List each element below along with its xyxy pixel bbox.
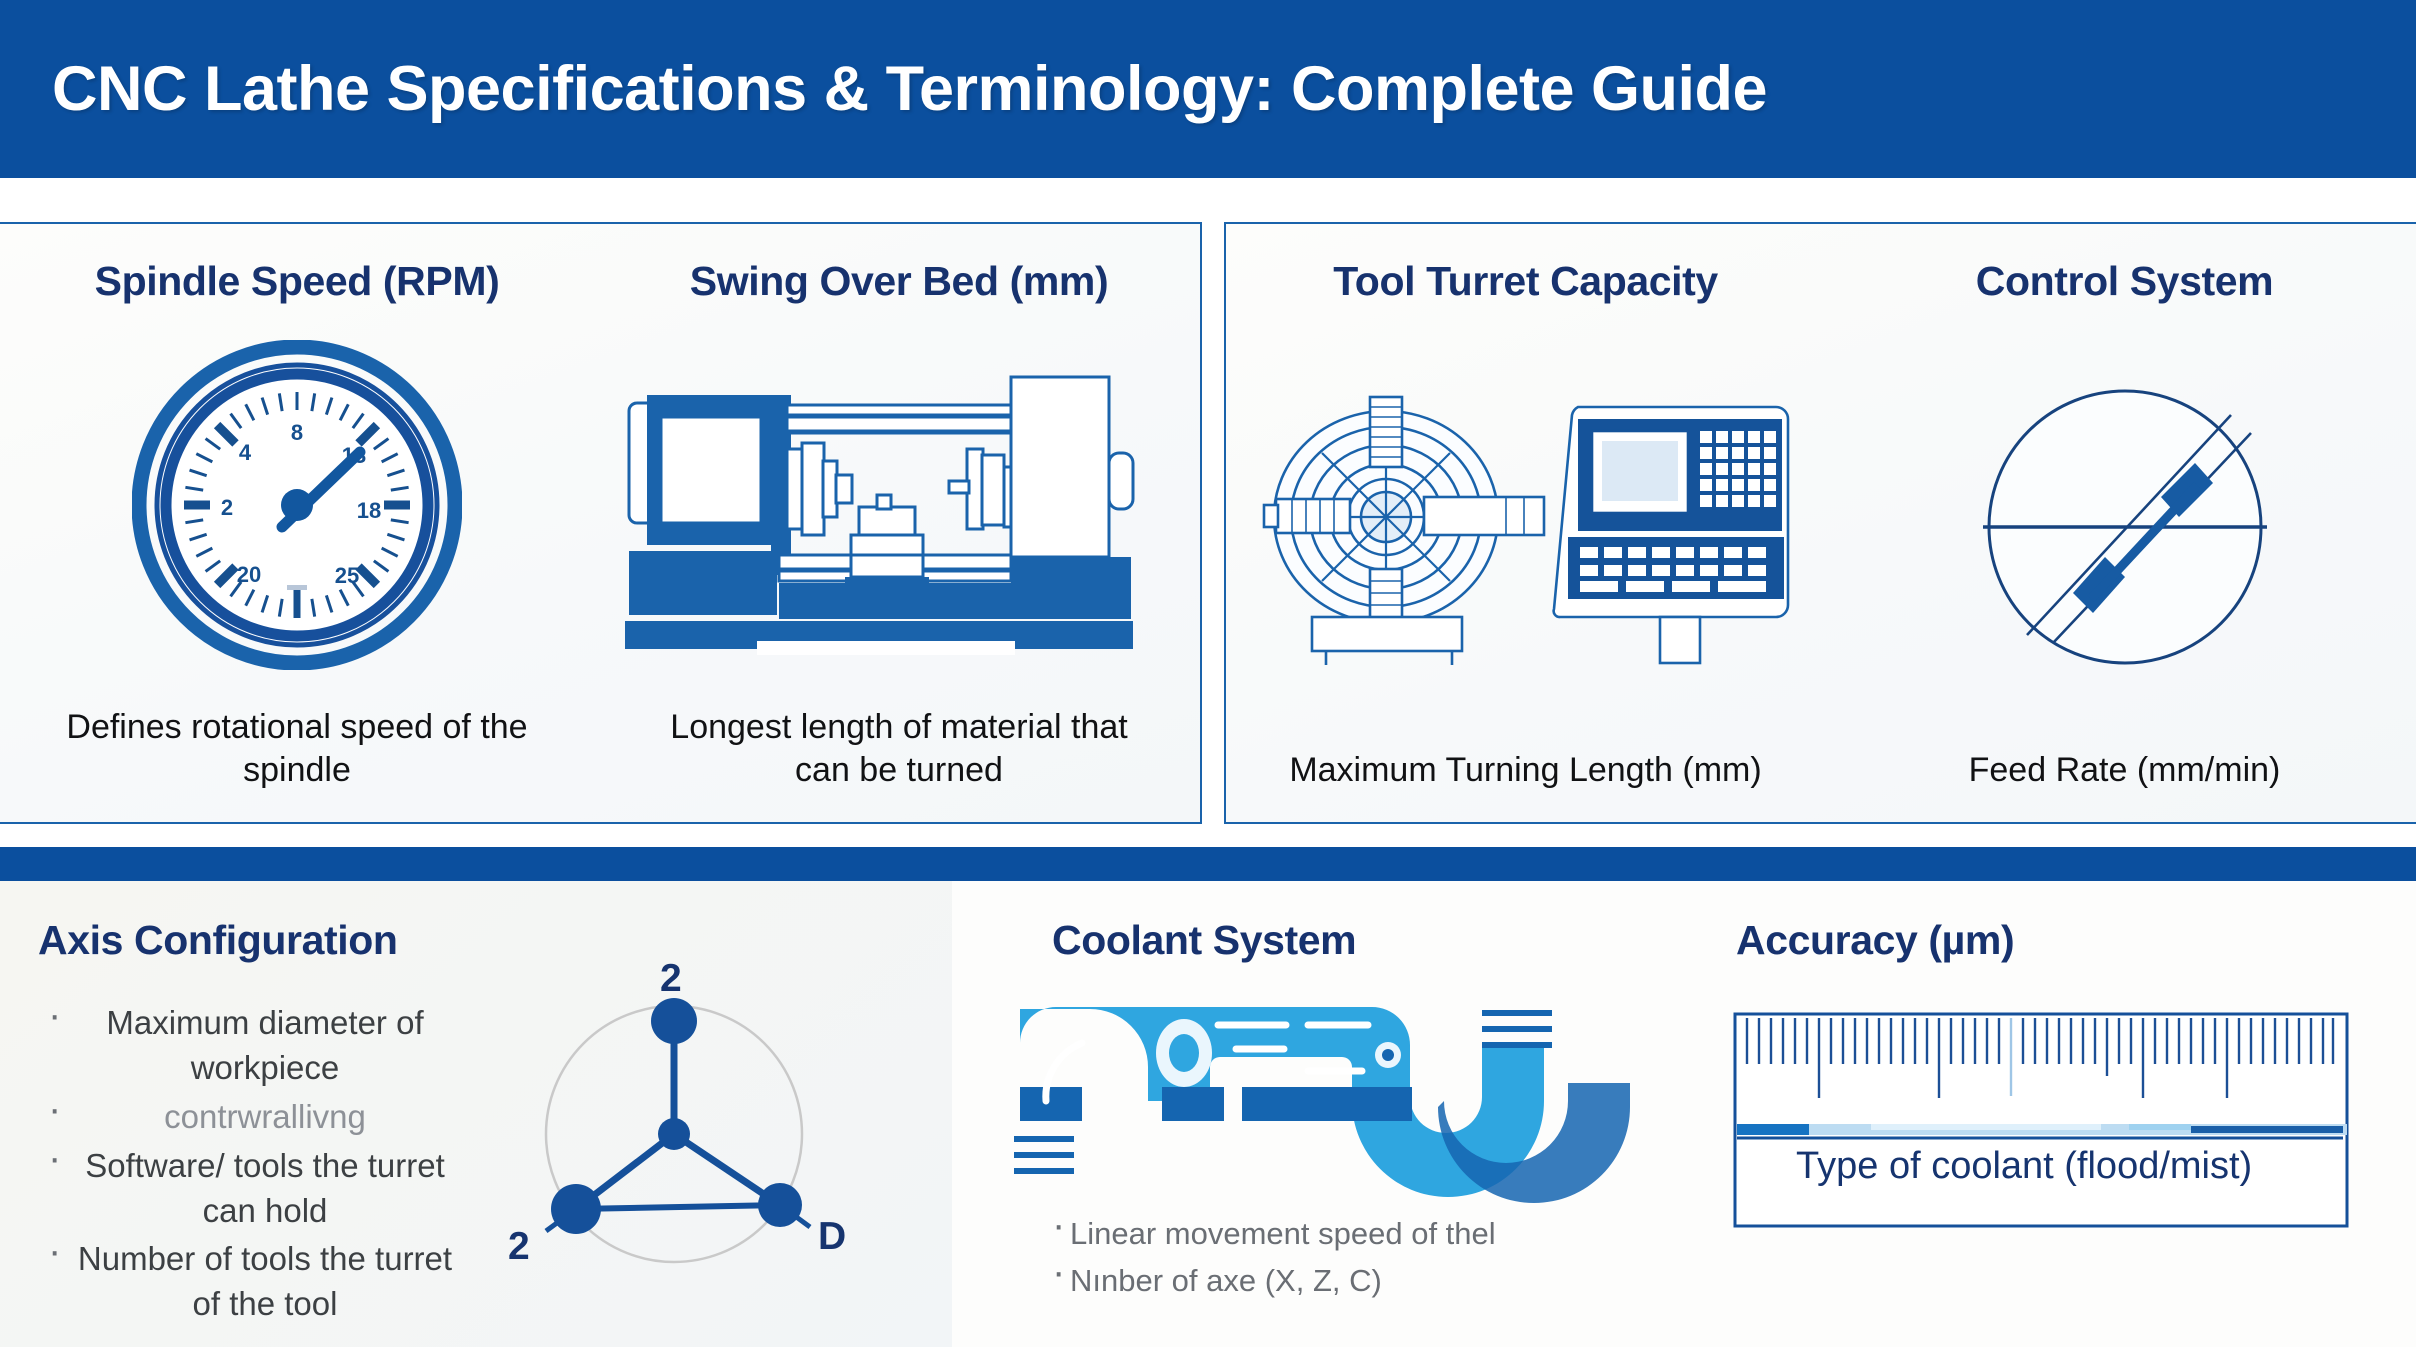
gauge-tick-18: 18 <box>357 498 381 523</box>
section-title-coolant-system: Coolant System <box>1052 917 1357 963</box>
panel-caption-spindle-speed: Defines rotational speed of the spindle <box>66 707 528 789</box>
list-item: Linear movement speed of thel <box>1048 1205 1688 1258</box>
axis-node-diagram: 2 2 D <box>484 959 884 1299</box>
gauge-tick-2: 2 <box>221 495 233 520</box>
panel-title-control-system: Control System <box>1975 258 2274 304</box>
header-bar: CNC Lathe Specifications & Terminology: … <box>0 0 2416 178</box>
gauge-tick-4: 4 <box>239 440 252 465</box>
gauge-tick-8: 8 <box>291 420 303 445</box>
panel-spindle-speed: Spindle Speed (RPM) <box>0 224 598 822</box>
gauge-tick-25: 25 <box>335 563 359 588</box>
card-turret-control: Tool Turret Capacity <box>1224 222 2416 824</box>
axis-bullet-list: Maximum diameter of workpiece contrwrall… <box>44 995 464 1331</box>
page-title: CNC Lathe Specifications & Terminology: … <box>52 54 1768 124</box>
card-spindle-swing: Spindle Speed (RPM) <box>0 222 1202 824</box>
list-item: contrwrallivng <box>44 1089 464 1140</box>
coolant-bullet-list: Linear movement speed of thel Nınber of … <box>1048 1205 1688 1305</box>
panel-title-spindle-speed: Spindle Speed (RPM) <box>94 258 500 304</box>
panel-swing-over-bed: Swing Over Bed (mm) <box>598 224 1200 822</box>
panel-caption-tool-turret-capacity: Maximum Turning Length (mm) <box>1289 750 1762 789</box>
section-axis-configuration: Axis Configuration Maximum diameter of w… <box>0 881 952 1347</box>
ruler-scale-icon <box>1733 1012 2349 1228</box>
panel-caption-swing-over-bed: Longest length of material that can be t… <box>670 707 1128 789</box>
ruler-caption: Type of coolant (flood/mist) <box>1796 1145 2253 1187</box>
bottom-section-row: Axis Configuration Maximum diameter of w… <box>0 881 2416 1347</box>
section-accuracy: Accuracy (µm) <box>1700 881 2416 1347</box>
cnc-lathe-machine-icon <box>598 305 1200 706</box>
caliper-in-circle-icon <box>1825 305 2416 749</box>
axis-node-label-right: D <box>818 1215 846 1258</box>
panel-title-tool-turret-capacity: Tool Turret Capacity <box>1333 258 1718 304</box>
panel-caption-control-system: Feed Rate (mm/min) <box>1968 750 2281 789</box>
top-card-row: Spindle Speed (RPM) <box>0 222 2416 824</box>
list-item: Number of tools the turret of the tool <box>44 1231 464 1327</box>
panel-tool-turret-capacity: Tool Turret Capacity <box>1226 224 1825 822</box>
section-coolant-system: Coolant System <box>1000 881 1700 1347</box>
panel-control-system: Control System <box>1825 224 2416 822</box>
gauge-tick-20: 20 <box>237 562 261 587</box>
section-title-accuracy: Accuracy (µm) <box>1736 917 2015 963</box>
turret-and-cnc-controller-icon <box>1226 305 1825 749</box>
axis-node-label-top: 2 <box>660 959 682 1000</box>
list-item: Software/ tools the turret can hold <box>44 1138 464 1234</box>
coolant-pipe-icon <box>1012 991 1672 1211</box>
section-divider <box>0 847 2416 881</box>
list-item: Maximum diameter of workpiece <box>44 995 464 1091</box>
section-title-axis-configuration: Axis Configuration <box>38 917 398 963</box>
axis-node-label-left: 2 <box>508 1225 530 1268</box>
analog-gauge-icon: 8 4 13 2 18 20 25 <box>0 305 598 706</box>
list-item: Nınber of axe (X, Z, C) <box>1048 1252 1688 1305</box>
panel-title-swing-over-bed: Swing Over Bed (mm) <box>689 258 1109 304</box>
